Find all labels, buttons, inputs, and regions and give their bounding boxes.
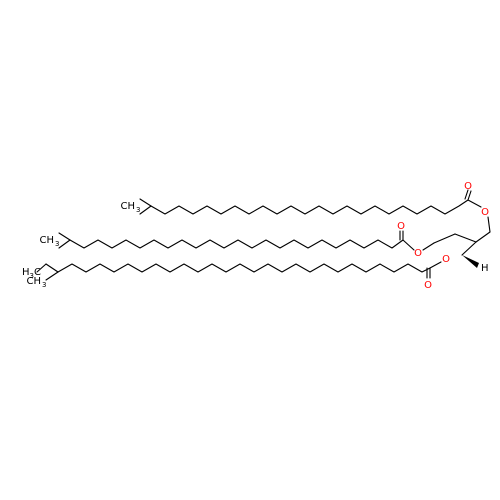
methyl-sub-top: 3 [136,206,140,214]
oxygen-carbonyl-bottom: O [424,280,432,291]
methyl-sub-middle: 3 [55,240,59,248]
h3c-label-bottom: H3C [22,267,41,280]
chain-middle [58,230,415,251]
oxygen-ester-bottom: O [442,254,450,265]
methyl-sub-bottom: 3 [42,281,46,289]
oxygen-ester-top: O [481,207,489,218]
oxygen-carbonyl-middle: O [397,221,405,232]
glycerol-backbone [422,216,491,268]
methyl-label-middle: CH [39,235,54,246]
oxygen-carbonyl-top: O [464,181,472,192]
stereo-wedge [462,255,479,268]
methyl-label-top: CH [120,201,135,212]
chain-top [139,189,482,215]
oxygen-ester-middle: O [414,248,422,259]
hydrogen-stereo: H [481,263,489,274]
methyl-label-bottom: CH [26,276,41,287]
chain-bottom [36,261,442,281]
